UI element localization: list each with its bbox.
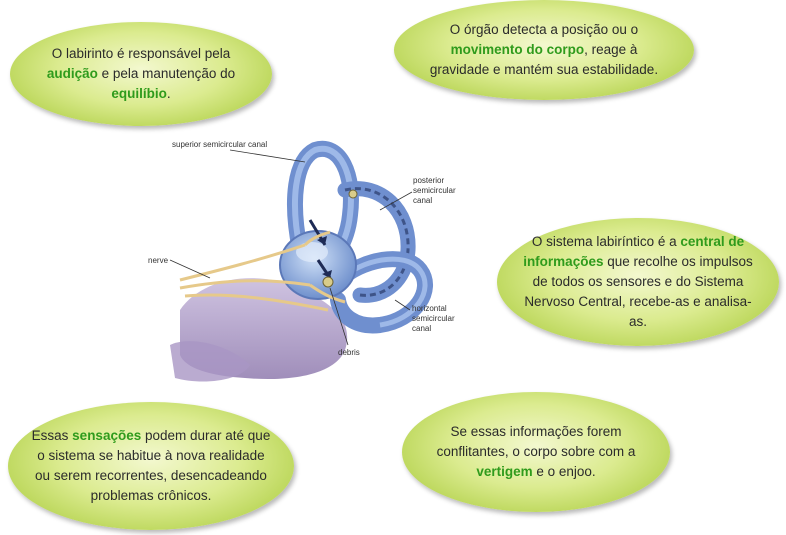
label-superior-canal: superior semicircular canal — [172, 140, 268, 149]
text-segment: , reage à gravidade e mantém sua estabil… — [429, 42, 659, 77]
callout-text: O labirinto é responsável pela audição e… — [38, 44, 244, 104]
text-segment: podem durar até que o sistema se habitue… — [35, 428, 271, 503]
inner-ear-illustration — [169, 140, 433, 382]
highlight-term: vertigem — [476, 464, 533, 479]
text-segment: O órgão detecta a posição ou o — [449, 22, 639, 37]
label-horizontal-canal: horizontal semicircular canal — [412, 304, 455, 333]
text-segment: que recolhe os impulsos de todos os sens… — [524, 254, 753, 329]
text-segment: e pela manutenção do — [97, 66, 236, 81]
callout-text: O órgão detecta a posição ou o movimento… — [428, 20, 660, 80]
highlight-term: sensações — [72, 428, 142, 443]
highlight-term: audição — [46, 66, 98, 81]
debris — [322, 276, 334, 288]
callout-bubble-organ-detects: O órgão detecta a posição ou o movimento… — [394, 0, 694, 100]
highlight-term: central de informações — [523, 234, 745, 269]
text-segment: Essas — [31, 428, 73, 443]
label-nerve: nerve — [148, 256, 169, 265]
highlight-term: movimento do corpo — [450, 42, 585, 57]
callout-bubble-labyrinth-function: O labirinto é responsável pela audição e… — [10, 22, 272, 126]
base-tissue-lower — [170, 341, 250, 382]
highlight-term: equilíbio — [111, 86, 167, 101]
callout-text: Essas sensações podem durar até que o si… — [30, 426, 272, 506]
label-posterior-canal: posterior semicircular canal — [413, 176, 456, 205]
callout-bubble-sensations: Essas sensações podem durar até que o si… — [8, 402, 294, 530]
text-segment: . — [166, 86, 171, 101]
text-segment: O labirinto é responsável pela — [51, 46, 231, 61]
label-debris: debris — [338, 348, 360, 357]
callout-bubble-labyrinth-system: O sistema labiríntico é a central de inf… — [497, 218, 779, 346]
text-segment: O sistema labiríntico é a — [531, 234, 681, 249]
nerve-fibers — [179, 230, 346, 312]
callout-text: O sistema labiríntico é a central de inf… — [523, 232, 753, 332]
callout-text: Se essas informações forem conflitantes,… — [432, 422, 640, 482]
text-segment: e o enjoo. — [532, 464, 596, 479]
text-segment: Se essas informações forem conflitantes,… — [436, 424, 636, 459]
callout-bubble-vertigo: Se essas informações forem conflitantes,… — [402, 392, 670, 512]
